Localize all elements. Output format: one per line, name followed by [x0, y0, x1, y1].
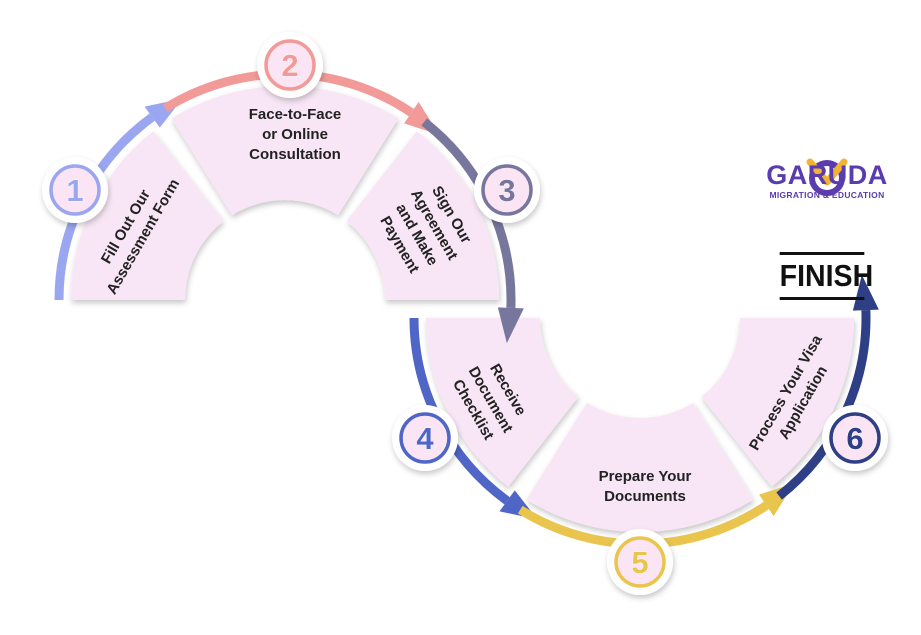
step-2-badge: 2	[257, 32, 323, 98]
step-6-number: 6	[846, 421, 863, 456]
step-6-arrowhead-icon	[852, 274, 879, 311]
brand-tagline: MIGRATION & EDUCATION	[769, 190, 885, 200]
brand-block: GARUDA MIGRATION & EDUCATION	[752, 160, 902, 201]
step-2-segment	[171, 86, 399, 216]
step-4-segment	[426, 318, 579, 487]
step-3-badge: 3	[474, 157, 540, 223]
step-6-badge: 6	[822, 405, 888, 471]
step-3-number: 3	[498, 173, 515, 208]
step-1-number: 1	[66, 173, 83, 208]
step-6-segment	[701, 318, 854, 487]
step-2-label: Face-to-Face or Online Consultation	[248, 106, 342, 163]
step-4-badge: 4	[392, 405, 458, 471]
step-1-segment	[71, 131, 224, 300]
garuda-logo-icon	[806, 158, 848, 196]
step-5-label: Prepare Your Documents	[598, 468, 692, 505]
finish-label: FINISH	[779, 252, 873, 300]
step-1-badge: 1	[42, 157, 108, 223]
step-5-badge: 5	[607, 529, 673, 595]
brand-name: GARUDA	[766, 160, 888, 190]
step-3-arrowhead-icon	[497, 307, 524, 344]
step-5-number: 5	[631, 545, 648, 580]
step-3-segment	[346, 131, 499, 300]
step-2-number: 2	[281, 48, 298, 83]
step-4-number: 4	[416, 421, 434, 456]
step-5-segment	[526, 402, 754, 532]
